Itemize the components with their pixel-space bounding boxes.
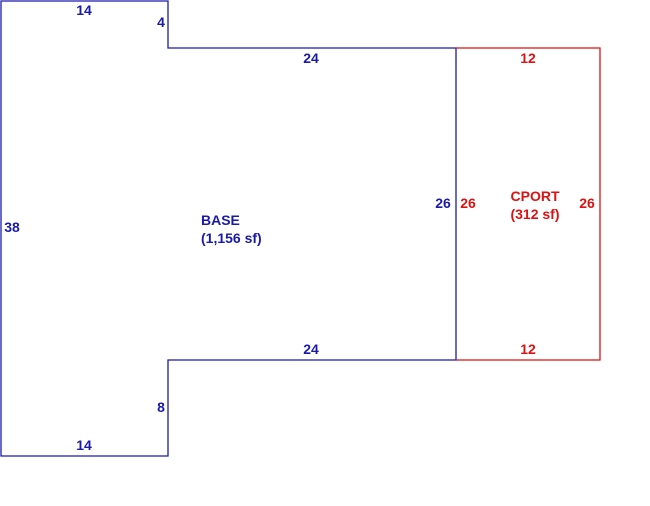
- base-outline: [0, 0, 457, 457]
- cport-dim-bottom: 12: [520, 341, 536, 357]
- base-dim-top-left: 14: [76, 2, 92, 18]
- base-dim-left: 38: [4, 219, 20, 235]
- base-dim-shared-wall: 26: [435, 195, 451, 211]
- base-dim-bottom-left: 14: [76, 437, 92, 453]
- base-dim-bottom-right: 24: [303, 341, 319, 357]
- base-area-size: (1,156 sf): [201, 230, 262, 246]
- cport-area-size: (312 sf): [510, 206, 559, 222]
- cport-area-name: CPORT: [511, 188, 560, 204]
- cport-dim-top: 12: [520, 50, 536, 66]
- base-dim-notch-bottom: 8: [157, 399, 165, 415]
- cport-dim-right: 26: [579, 195, 595, 211]
- cport-dim-left: 26: [460, 195, 476, 211]
- base-area-name: BASE: [201, 212, 240, 228]
- cport-outline: [456, 47, 601, 361]
- base-dim-top-right: 24: [303, 50, 319, 66]
- base-dim-notch-top: 4: [157, 14, 165, 30]
